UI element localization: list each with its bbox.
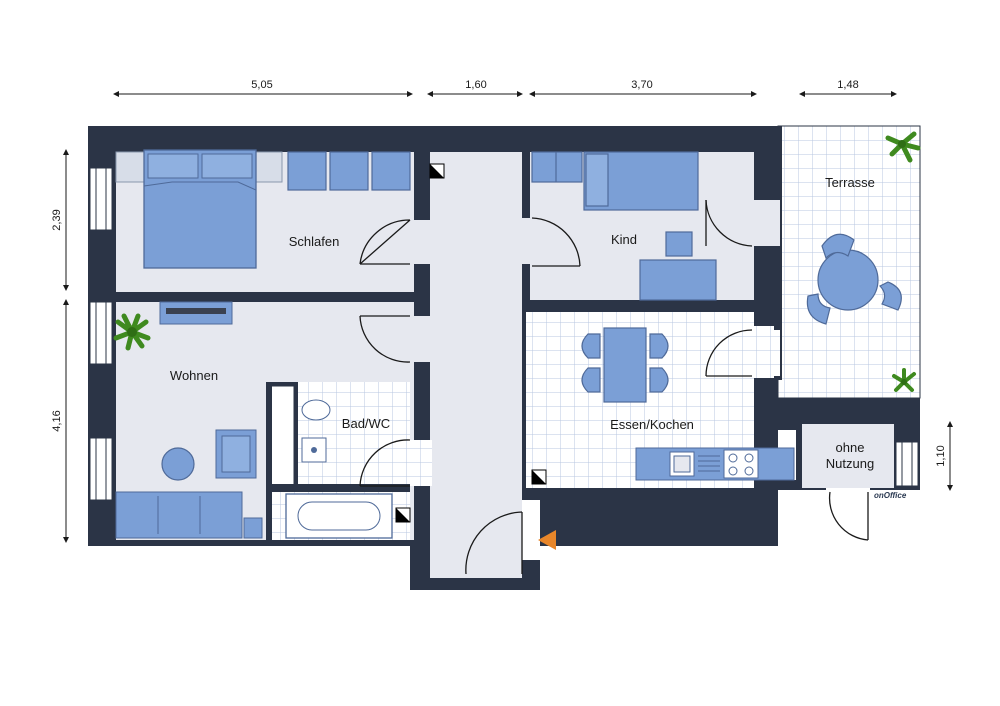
room-flur xyxy=(430,152,522,578)
dim-right-1: 1,10 xyxy=(935,445,947,466)
door-swings xyxy=(359,199,869,575)
dim-top-3: 3,70 xyxy=(631,79,652,91)
label-kind: Kind xyxy=(611,232,637,247)
dim-left-1: 2,39 xyxy=(51,209,63,230)
label-wohnen: Wohnen xyxy=(170,368,218,383)
dim-top-4: 1,48 xyxy=(837,79,858,91)
label-ohne-line1: ohne xyxy=(836,440,865,455)
shaft-symbols xyxy=(395,163,547,523)
windows xyxy=(89,167,919,501)
onoffice-logo: onOffice xyxy=(874,491,907,500)
dim-top-2: 1,60 xyxy=(465,79,486,91)
terrace-plant-bottom-icon xyxy=(892,368,916,392)
dimension-lines xyxy=(63,91,953,543)
dim-left-2: 4,16 xyxy=(51,410,63,431)
label-schlafen: Schlafen xyxy=(289,234,340,249)
label-bad: Bad/WC xyxy=(342,416,390,431)
bathroom-fixtures xyxy=(285,399,393,539)
kitchen-counter xyxy=(635,447,795,481)
bed-double xyxy=(115,149,283,269)
label-essen-kochen: Essen/Kochen xyxy=(610,417,694,432)
plant-icon xyxy=(113,313,151,351)
label-terrasse: Terrasse xyxy=(825,175,875,190)
sofa xyxy=(115,491,243,539)
entrance-arrow-icon xyxy=(538,530,556,550)
dim-top-1: 5,05 xyxy=(251,79,272,91)
dining-set xyxy=(581,327,669,403)
terrace-plant-top-icon xyxy=(885,131,921,163)
label-ohne-line2: Nutzung xyxy=(826,456,874,471)
side-table xyxy=(161,447,195,481)
room-ohne-nutzung xyxy=(802,424,894,488)
kids-furniture xyxy=(531,151,717,301)
wardrobe xyxy=(287,151,411,191)
terrace-table-set xyxy=(806,233,902,325)
